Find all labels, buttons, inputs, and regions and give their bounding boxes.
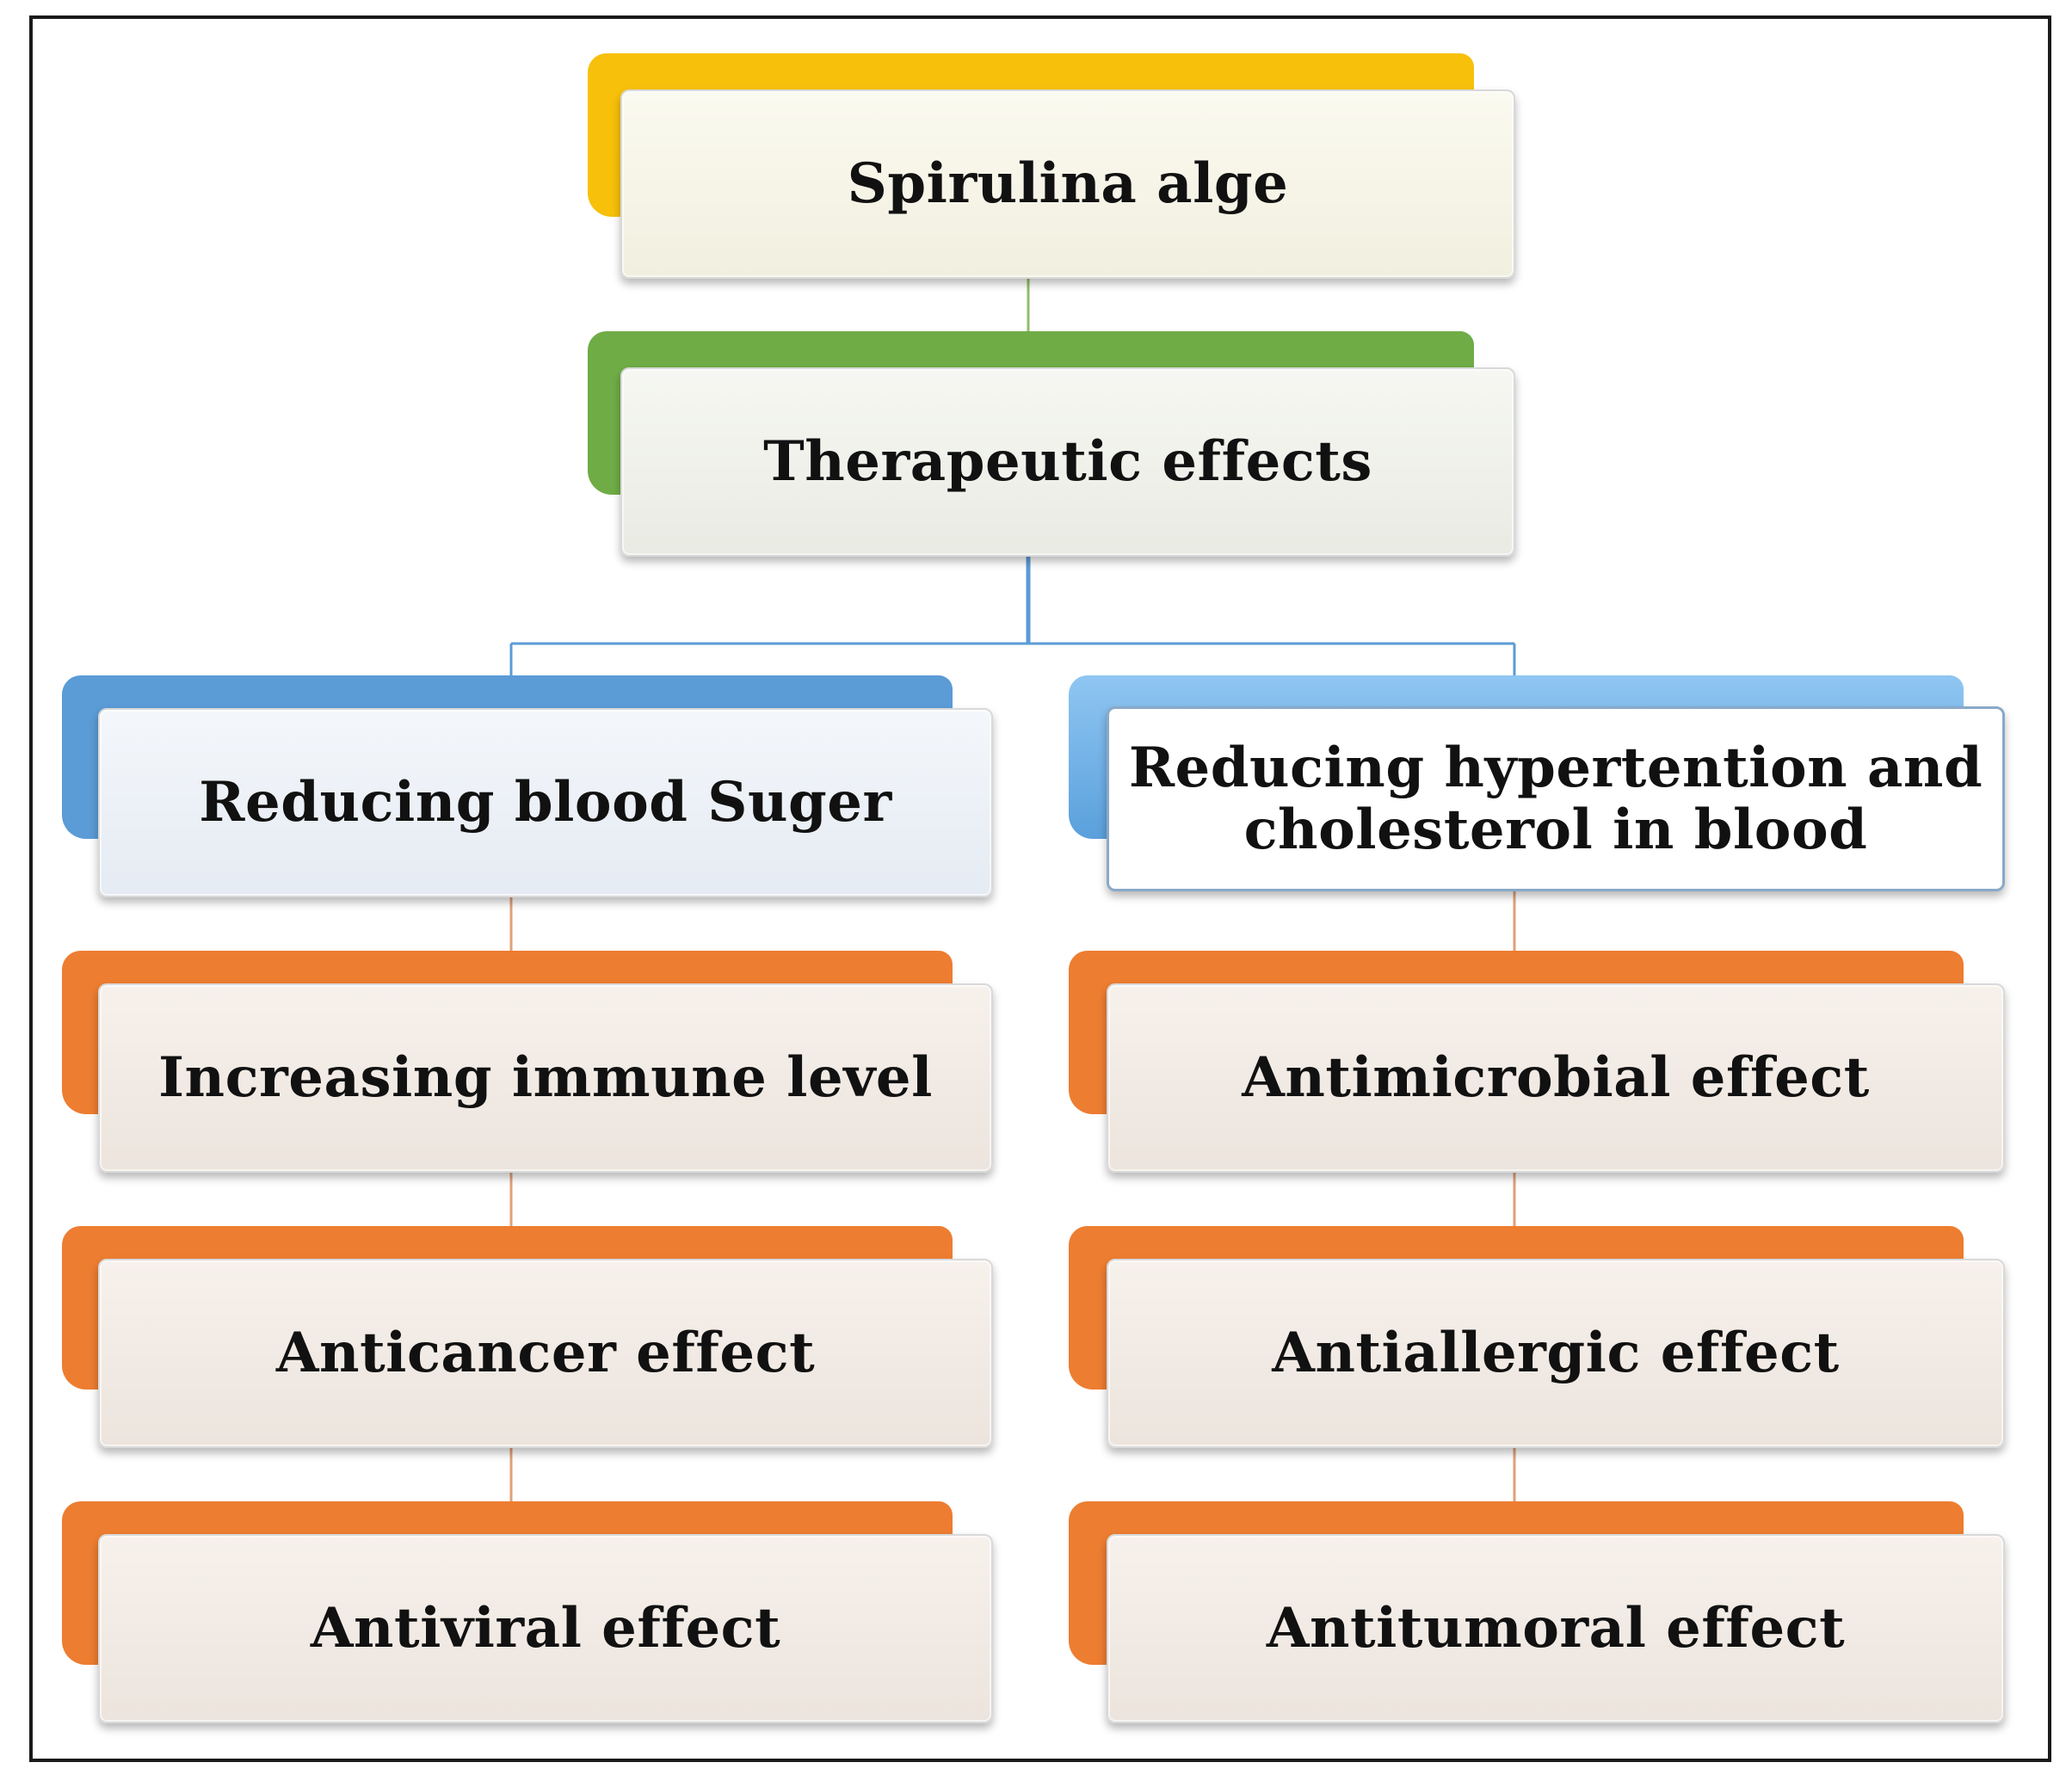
- node-anticancer-effect: Anticancer effect: [62, 1226, 996, 1450]
- node-card: Reducing blood Suger: [98, 708, 993, 897]
- node-label: Antitumoral effect: [1266, 1596, 1846, 1661]
- node-antitumoral-effect: Antitumoral effect: [1069, 1501, 2007, 1725]
- node-antimicrobial-effect: Antimicrobial effect: [1069, 951, 2007, 1174]
- node-label: Antimicrobial effect: [1242, 1045, 1870, 1111]
- node-card: Anticancer effect: [98, 1259, 993, 1448]
- node-card: Antitumoral effect: [1107, 1534, 2005, 1723]
- node-label: Anticancer effect: [275, 1321, 816, 1386]
- node-reducing-hypertension: Reducing hypertention and cholesterol in…: [1069, 675, 2007, 895]
- node-label: Increasing immune level: [158, 1045, 933, 1111]
- node-spirulina-alge: Spirulina alge: [588, 53, 1517, 281]
- node-card: Reducing hypertention and cholesterol in…: [1107, 706, 2005, 891]
- node-antiallergic-effect: Antiallergic effect: [1069, 1226, 2007, 1450]
- node-label: Reducing hypertention and cholesterol in…: [1128, 735, 1983, 862]
- node-card: Spirulina alge: [620, 89, 1515, 279]
- node-label: Antiallergic effect: [1272, 1321, 1840, 1386]
- node-card: Antiviral effect: [98, 1534, 993, 1723]
- node-label: Therapeutic effects: [763, 429, 1372, 495]
- node-label: Spirulina alge: [847, 151, 1289, 217]
- node-card: Antimicrobial effect: [1107, 983, 2005, 1173]
- node-therapeutic-effects: Therapeutic effects: [588, 331, 1517, 559]
- node-antiviral-effect: Antiviral effect: [62, 1501, 996, 1725]
- node-label: Antiviral effect: [310, 1596, 781, 1661]
- node-card: Therapeutic effects: [620, 367, 1515, 557]
- node-card: Antiallergic effect: [1107, 1259, 2005, 1448]
- node-reducing-blood-sugar: Reducing blood Suger: [62, 675, 996, 899]
- node-label: Reducing blood Suger: [199, 770, 892, 835]
- node-increasing-immune-level: Increasing immune level: [62, 951, 996, 1174]
- node-card: Increasing immune level: [98, 983, 993, 1173]
